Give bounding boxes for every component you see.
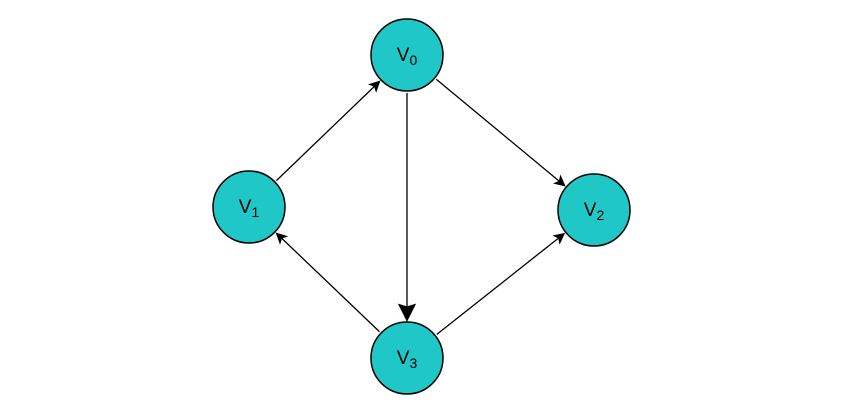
node-label-v0: V0 bbox=[397, 45, 418, 68]
node-v0: V0 bbox=[370, 18, 444, 92]
edge-v1-to-v0 bbox=[275, 80, 381, 182]
node-circle-v1 bbox=[212, 170, 286, 244]
node-v2: V2 bbox=[557, 173, 631, 247]
edge-v3-to-v1 bbox=[275, 232, 380, 333]
node-v3: V3 bbox=[370, 321, 444, 395]
node-circle-v0 bbox=[370, 18, 444, 92]
node-circle-v3 bbox=[370, 321, 444, 395]
edges-layer bbox=[275, 78, 566, 335]
node-label-v1: V1 bbox=[239, 197, 260, 220]
node-label-v3: V3 bbox=[397, 348, 418, 371]
node-label-v2: V2 bbox=[584, 200, 605, 223]
node-v1: V1 bbox=[212, 170, 286, 244]
node-circle-v2 bbox=[557, 173, 631, 247]
edge-v0-to-v2 bbox=[435, 78, 566, 187]
edge-v3-to-v2 bbox=[436, 232, 566, 335]
